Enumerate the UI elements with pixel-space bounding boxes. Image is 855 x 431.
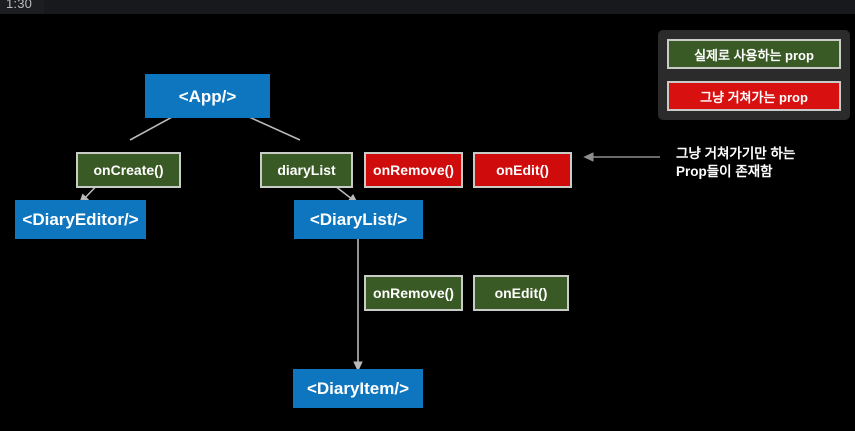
node-onedit-app[interactable]: onEdit() [473,152,572,188]
annotation-line-1: 그냥 거쳐가기만 하는 [676,146,796,161]
node-onedit-app-label: onEdit() [496,162,549,178]
legend-item-used-prop-label: 실제로 사용하는 prop [694,47,814,63]
node-onremove-app-label: onRemove() [373,162,454,178]
annotation-line-2: Prop들이 존재함 [676,164,773,180]
node-onedit-list[interactable]: onEdit() [473,275,569,311]
node-onremove-app[interactable]: onRemove() [364,152,463,188]
node-diaryeditor-label: <DiaryEditor/> [22,210,139,229]
node-app-label: <App/> [178,86,237,106]
legend-panel: 실제로 사용하는 prop 그냥 거쳐가는 prop [658,30,850,120]
node-diarylist-prop[interactable]: diaryList [260,152,353,188]
node-diaryeditor[interactable]: <DiaryEditor/> [15,200,146,239]
legend-item-passthrough-prop-label: 그냥 거쳐가는 prop [700,89,808,105]
legend-item-passthrough-prop: 그냥 거쳐가는 prop [667,81,841,111]
node-diarylist-prop-label: diaryList [277,162,336,178]
node-onedit-list-label: onEdit() [494,285,548,301]
node-diarylist-component[interactable]: <DiaryList/> [294,200,423,239]
node-oncreate-app-label: onCreate() [93,162,164,178]
node-app[interactable]: <App/> [145,74,270,118]
node-oncreate-app[interactable]: onCreate() [76,152,181,188]
node-diaryitem-label: <DiaryItem/> [306,379,410,398]
legend-item-used-prop: 실제로 사용하는 prop [667,39,841,69]
video-player-bar[interactable]: 1:30 [0,0,855,14]
video-timestamp: 1:30 [6,0,33,11]
annotation-text: 그냥 거쳐가기만 하는 Prop들이 존재함 [676,145,854,181]
video-progress-track[interactable] [44,0,855,14]
node-onremove-list[interactable]: onRemove() [364,275,463,311]
node-diarylist-component-label: <DiaryList/> [309,210,408,229]
diagram-canvas: <App/> onCreate() diaryList onRemove() o… [0,14,855,431]
node-diaryitem[interactable]: <DiaryItem/> [293,369,423,408]
node-onremove-list-label: onRemove() [373,285,454,301]
